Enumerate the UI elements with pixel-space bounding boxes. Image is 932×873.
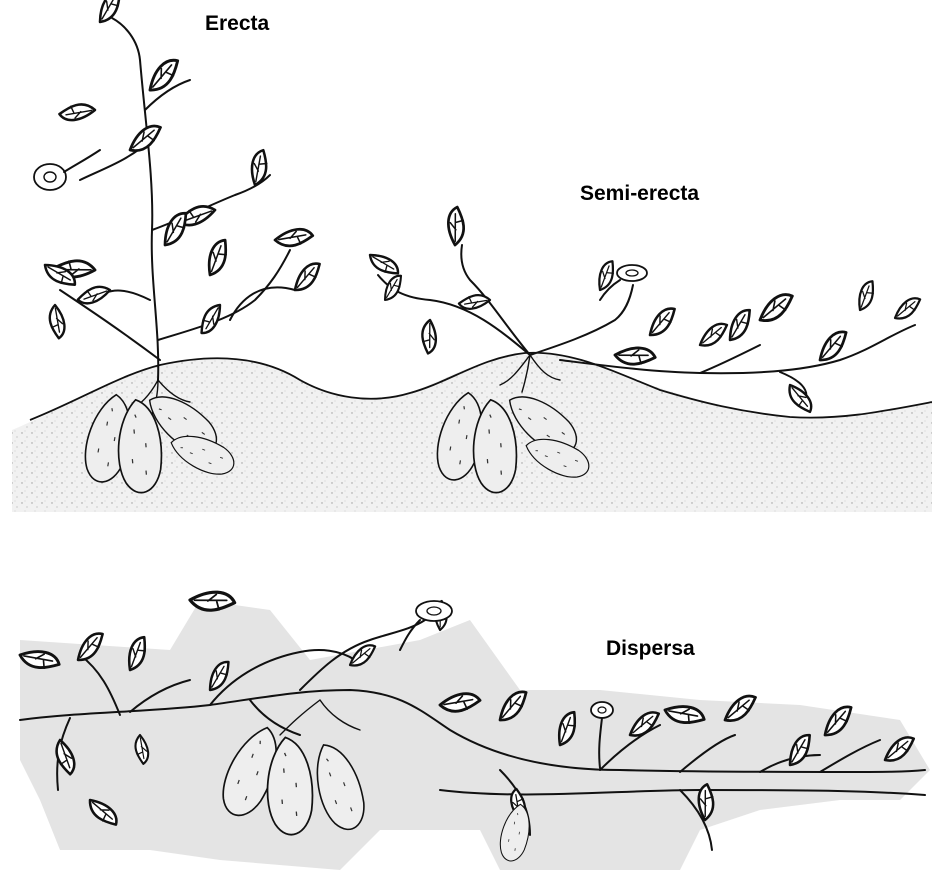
label-dispersa: Dispersa [606,638,695,659]
label-erecta: Erecta [205,13,269,34]
dispersa-shadow [20,600,930,870]
label-semi-erecta: Semi-erecta [580,183,699,204]
erecta-plant-illustration [34,0,326,415]
